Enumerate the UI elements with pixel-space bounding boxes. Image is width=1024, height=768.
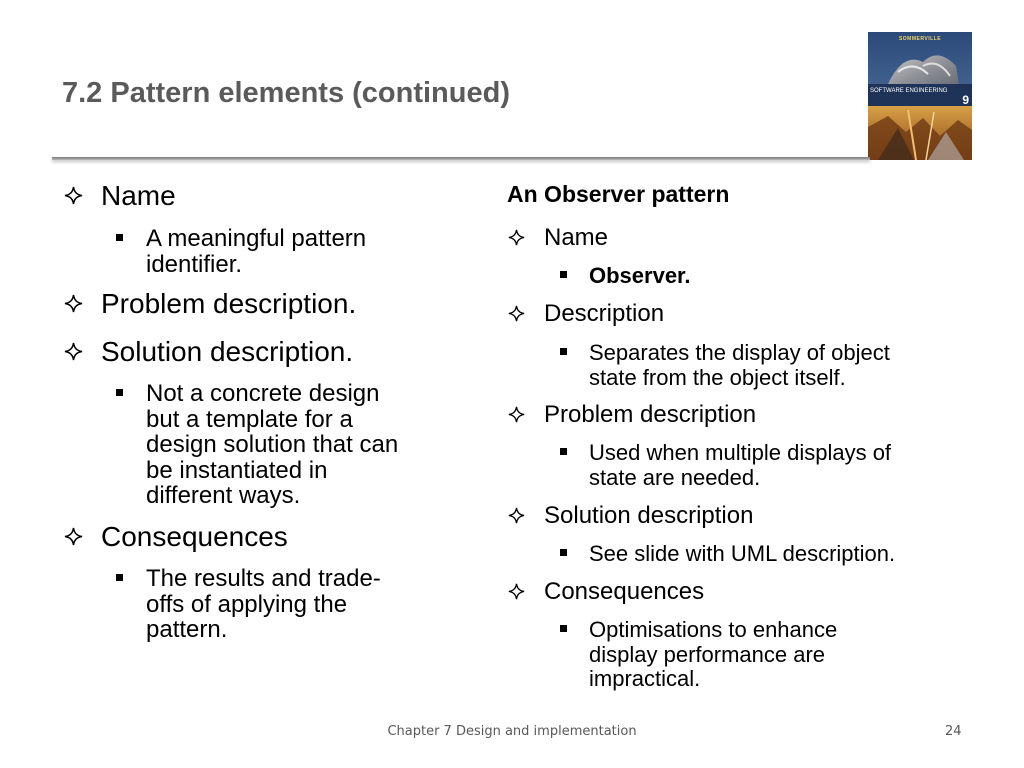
star-bullet-icon <box>508 583 525 600</box>
right-item-solution-sub: See slide with UML description. <box>589 541 896 566</box>
square-bullet-icon <box>560 625 567 632</box>
left-item-name-label: Name <box>101 180 176 211</box>
left-item-consequences-label: Consequences <box>101 521 288 552</box>
square-bullet-icon <box>560 448 567 455</box>
star-bullet-icon <box>64 186 83 205</box>
cover-title: SOFTWARE ENGINEERING <box>870 88 948 94</box>
right-item-problem-label: Problem description <box>544 401 757 428</box>
star-bullet-icon <box>508 507 525 524</box>
square-bullet-icon <box>116 389 123 396</box>
right-item-consequences-sub: Optimisations to enhance display perform… <box>589 617 838 691</box>
book-cover-image: SOMMERVILLE SOFTWARE ENGINEERING 9 <box>868 32 972 160</box>
left-item-solution-sub: Not a concrete design but a template for… <box>146 380 399 509</box>
square-bullet-icon <box>560 549 567 556</box>
right-item-name-label: Name <box>544 224 609 251</box>
square-bullet-icon <box>116 234 123 241</box>
left-item-problem-label: Problem description. <box>101 288 357 319</box>
left-item-solution-label: Solution description. <box>101 336 354 367</box>
cover-edition: 9 <box>962 93 969 107</box>
star-bullet-icon <box>508 305 525 322</box>
right-item-name-sub: Observer. <box>589 263 691 288</box>
star-bullet-icon <box>508 229 525 246</box>
right-item-description-label: Description <box>544 300 665 327</box>
left-item-name-sub: A meaningful pattern identifier. <box>146 225 367 278</box>
star-bullet-icon <box>508 406 525 423</box>
slide-title: 7.2 Pattern elements (continued) <box>62 77 510 109</box>
right-column-heading: An Observer pattern <box>507 181 730 207</box>
square-bullet-icon <box>116 574 123 581</box>
page-number: 24 <box>945 724 962 739</box>
title-divider <box>52 157 870 160</box>
star-bullet-icon <box>64 527 83 546</box>
right-item-description-sub: Separates the display of object state fr… <box>589 340 890 390</box>
cover-author: SOMMERVILLE <box>898 36 942 42</box>
footer-chapter: Chapter 7 Design and implementation <box>387 724 637 739</box>
star-bullet-icon <box>64 342 83 361</box>
star-bullet-icon <box>64 294 83 313</box>
left-item-consequences-sub: The results and trade- offs of applying … <box>146 565 381 643</box>
book-cover-art <box>868 32 972 160</box>
right-item-problem-sub: Used when multiple displays of state are… <box>589 440 892 490</box>
right-item-solution-label: Solution description <box>544 502 754 529</box>
square-bullet-icon <box>560 348 567 355</box>
right-item-consequences-label: Consequences <box>544 578 705 605</box>
square-bullet-icon <box>560 271 567 278</box>
